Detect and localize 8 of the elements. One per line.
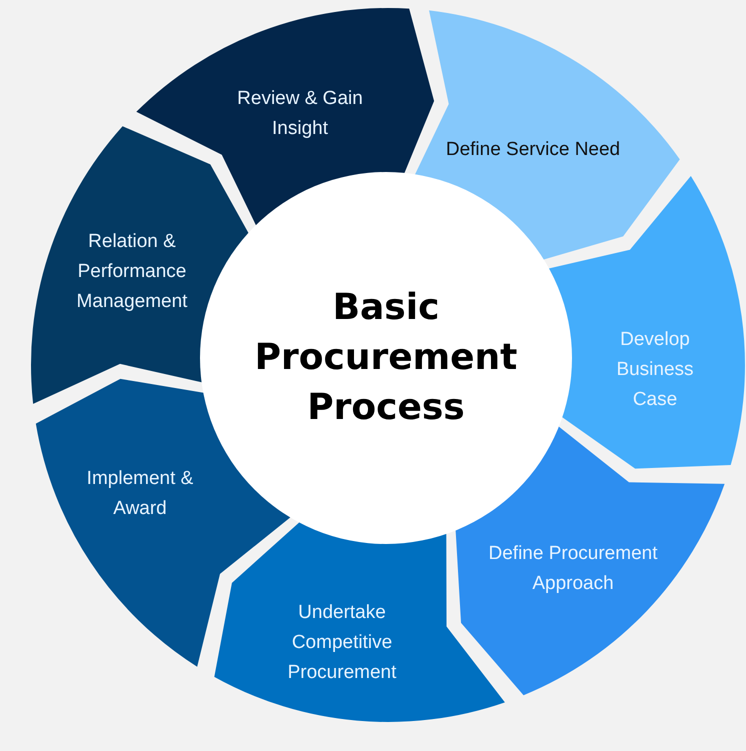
step-label: Define Service Need bbox=[446, 138, 620, 162]
step-label: Review & Gain Insight bbox=[236, 87, 364, 141]
step-label: Undertake Competitive Procurement bbox=[286, 601, 398, 685]
step-label: Define Procurement Approach bbox=[488, 542, 658, 596]
step-label: Implement & Award bbox=[86, 467, 194, 521]
step-label: Relation & Performance Management bbox=[76, 230, 188, 314]
center-title: Basic Procurement Process bbox=[254, 286, 518, 430]
step-label: Develop Business Case bbox=[615, 328, 695, 412]
